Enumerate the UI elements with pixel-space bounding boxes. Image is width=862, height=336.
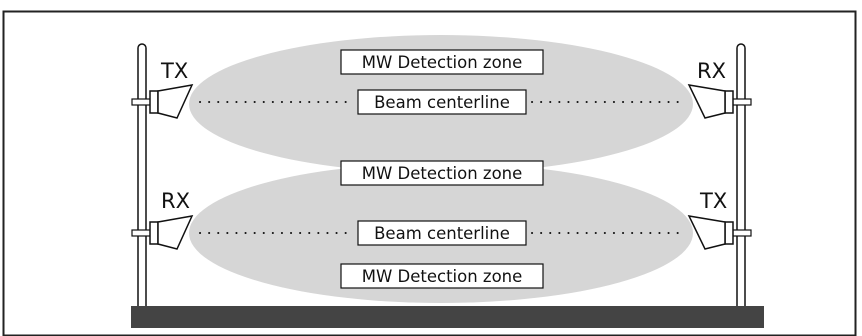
bottom-right-head-mount <box>724 221 734 245</box>
bottom-left-head-mount <box>149 221 159 245</box>
top-left-tx-head <box>157 84 194 119</box>
middle-zone-label: MW Detection zone <box>362 164 523 183</box>
left-bottom-bracket <box>131 229 153 237</box>
lower-beam-label: Beam centerline <box>374 224 510 243</box>
bottom-right-unit-label: TX <box>699 189 727 213</box>
top-right-head-mount <box>724 90 734 114</box>
top-right-unit-label: RX <box>697 59 726 83</box>
left-post <box>137 43 147 306</box>
upper-beam-label: Beam centerline <box>374 93 510 112</box>
left-top-bracket <box>131 98 153 106</box>
top-left-head-mount <box>149 90 159 114</box>
ground-bar <box>131 306 764 328</box>
bottom-left-unit-label: RX <box>161 189 190 213</box>
lower-zone-label: MW Detection zone <box>362 267 523 286</box>
bottom-left-rx-head <box>157 215 194 250</box>
right-post <box>736 43 746 306</box>
right-bottom-bracket <box>730 229 752 237</box>
upper-zone-label: MW Detection zone <box>362 53 523 72</box>
upper-beam-label-box <box>357 89 527 115</box>
right-top-bracket <box>730 98 752 106</box>
top-left-unit-label: TX <box>160 59 188 83</box>
top-right-rx-head <box>687 84 726 119</box>
lower-beam-label-box <box>357 220 527 246</box>
upper-zone-label-box <box>340 49 544 75</box>
middle-zone-label-box <box>340 160 544 186</box>
lower-zone-label-box <box>340 263 544 289</box>
bottom-right-tx-head <box>687 215 726 250</box>
